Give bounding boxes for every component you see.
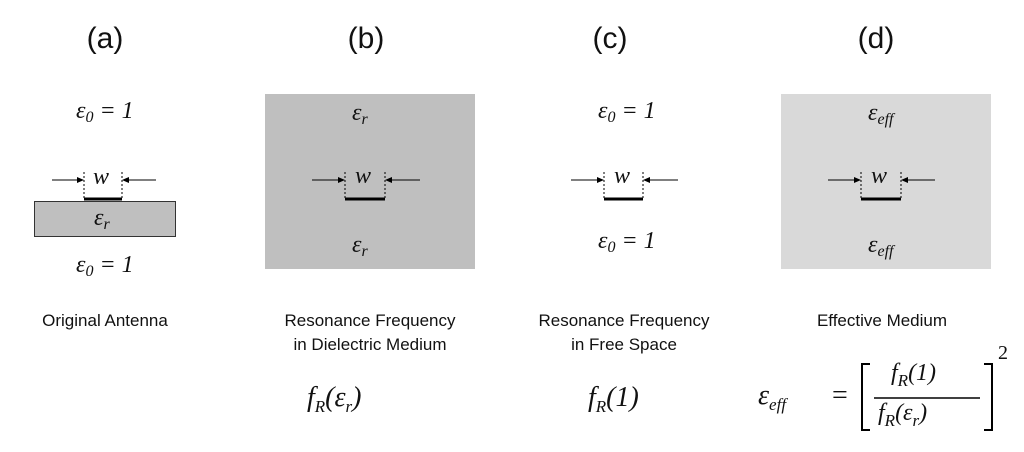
panel-c: (c) ε0 = 1 w ε0 = 1 Resonance Frequency … (512, 0, 768, 452)
panel-c-bottom-epsilon: ε0 = 1 (598, 228, 656, 256)
panel-b-bottom-epsilon: εr (352, 232, 368, 260)
panel-a-caption: Original Antenna (42, 311, 168, 330)
formula-equals: = (832, 380, 848, 411)
dielectric-medium-box (265, 94, 475, 269)
panel-a-top-epsilon: ε0 = 1 (76, 98, 134, 126)
arrow-right-head (901, 177, 908, 183)
panel-b: (b) εr w εr Resonance Frequency in Diele… (256, 0, 512, 452)
panel-c-width-diagram (571, 172, 678, 201)
panel-d-letter: (d) (857, 22, 895, 55)
arrow-right-head (643, 177, 650, 183)
panel-c-letter: (c) (592, 22, 628, 55)
panel-b-formula: fR(εr) (307, 382, 362, 416)
panel-a-letter: (a) (86, 22, 124, 55)
substrate-box (34, 201, 176, 237)
right-bracket (984, 363, 993, 431)
left-bracket (861, 363, 870, 431)
panel-b-caption: Resonance Frequency in Dielectric Medium (284, 311, 456, 354)
panel-a-bottom-epsilon: ε0 = 1 (76, 252, 134, 280)
panel-c-caption: Resonance Frequency in Free Space (538, 311, 710, 354)
formula-denominator: fR(εr) (878, 400, 928, 430)
arrow-right-head (385, 177, 392, 183)
formula-lhs: εeff (758, 380, 787, 414)
arrow-right-head (122, 177, 129, 183)
panel-b-width-diagram (312, 172, 420, 201)
formula-numerator: fR(1) (891, 360, 937, 390)
panel-d-caption: Effective Medium (816, 311, 948, 330)
effective-medium-box (781, 94, 991, 269)
panel-a: (a) ε0 = 1 w εr ε0 = 1 Original Antenna (0, 0, 256, 452)
panel-d-width-label: w (871, 163, 888, 189)
formula-exponent: 2 (998, 342, 1008, 364)
panel-c-formula: fR(1) (588, 382, 639, 416)
panel-a-width-label: w (93, 164, 110, 190)
panel-c-top-epsilon: ε0 = 1 (598, 98, 656, 126)
panel-c-width-label: w (614, 163, 631, 189)
panel-d: (d) εeff w εeff Effective Medium εeff = … (758, 0, 1024, 452)
arrow-left-head (77, 177, 84, 183)
panel-a-width-diagram (52, 172, 156, 201)
panel-b-top-epsilon: εr (352, 100, 368, 128)
arrow-left-head (338, 177, 345, 183)
formula-brackets (861, 363, 993, 431)
panel-d-top-epsilon: εeff (868, 100, 894, 128)
panel-d-width-diagram (828, 172, 935, 201)
arrow-left-head (597, 177, 604, 183)
panel-d-bottom-epsilon: εeff (868, 232, 894, 260)
panel-a-substrate-epsilon: εr (94, 205, 110, 233)
panel-b-width-label: w (355, 163, 372, 189)
panel-b-letter: (b) (347, 22, 385, 55)
arrow-left-head (854, 177, 861, 183)
panel-d-formula: εeff = fR(1) fR(εr) 2 (758, 342, 1020, 440)
